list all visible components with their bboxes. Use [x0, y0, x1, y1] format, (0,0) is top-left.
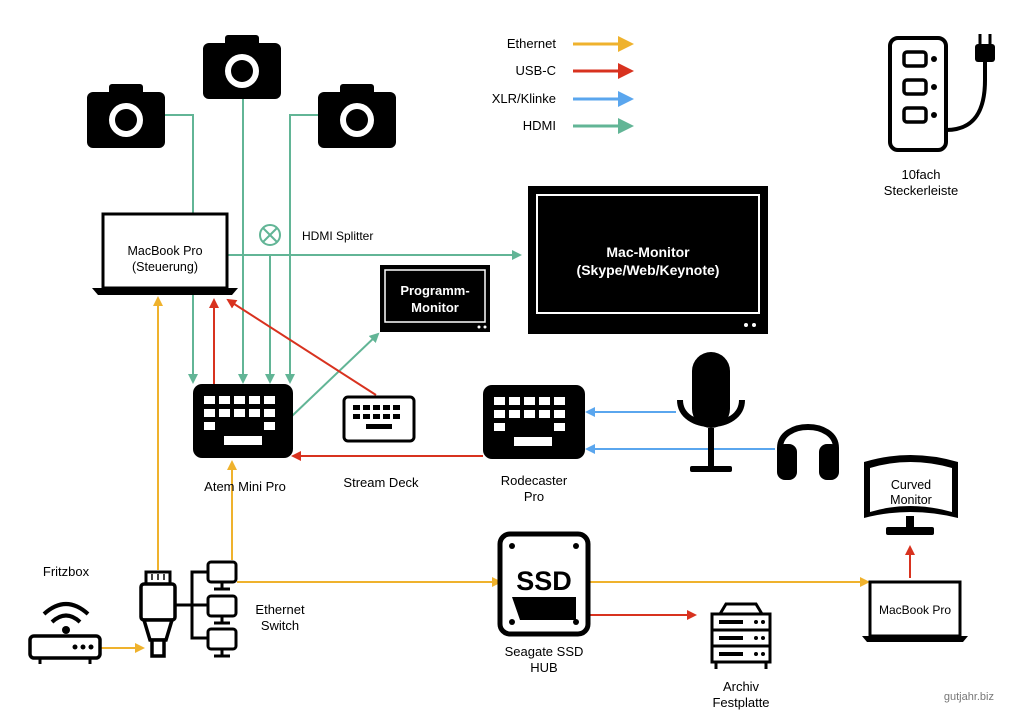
router-icon — [28, 602, 102, 664]
power-strip-icon — [888, 34, 995, 152]
rodecaster-label-1: Rodecaster — [501, 473, 568, 488]
stream-deck: Stream Deck — [342, 395, 419, 490]
mixer-icon — [483, 385, 585, 459]
ssd-icon — [497, 531, 591, 637]
xlr-cables — [585, 407, 775, 454]
credit-text: gutjahr.biz — [944, 691, 994, 703]
legend: Ethernet USB-C XLR/Klinke HDMI — [492, 36, 634, 134]
usbc-cable-streamdeck-to-macbook — [226, 298, 377, 396]
camera-center-icon — [203, 35, 281, 99]
program-monitor: Programm- Monitor — [380, 265, 490, 332]
hdmi-cables — [165, 90, 522, 417]
camera-left-icon — [87, 84, 165, 148]
hdmi-splitter: HDMI Splitter — [259, 224, 373, 246]
ethernet-switch-label-1: Ethernet — [255, 602, 305, 617]
ssd-icon-label: SSD — [516, 566, 572, 596]
stream-deck-label: Stream Deck — [343, 475, 419, 490]
switcher-icon — [193, 384, 293, 458]
server-rack-icon — [710, 602, 772, 669]
atem-mini-pro: Atem Mini Pro — [193, 384, 293, 494]
hdmi-splitter-label: HDMI Splitter — [302, 229, 373, 243]
macbook-top-label-1: MacBook Pro — [127, 244, 202, 258]
curved-monitor-icon — [864, 455, 958, 535]
legend-hdmi-label: HDMI — [523, 118, 556, 133]
keyboard-icon — [342, 395, 416, 443]
fritzbox: Fritzbox — [28, 564, 102, 664]
usbc-cables — [209, 298, 915, 620]
network-tree-icon — [175, 560, 238, 658]
mac-monitor: Mac-Monitor (Skype/Web/Keynote) — [528, 186, 768, 334]
archive-drive: Archiv Festplatte — [710, 602, 772, 710]
laptop-icon — [868, 580, 962, 638]
curved-monitor-label-2: Monitor — [890, 493, 932, 507]
legend-usbc-label: USB-C — [516, 63, 556, 78]
macbook-top-label-2: (Steuerung) — [132, 260, 198, 274]
microphone-icon — [677, 352, 745, 472]
power-strip-label-2: Steckerleiste — [884, 183, 958, 198]
ethernet-plug-icon — [139, 570, 177, 658]
hdmi-cable-atem-to-program-monitor — [291, 332, 380, 417]
macbook-bottom-label: MacBook Pro — [879, 603, 951, 617]
macbook-bottom: MacBook Pro — [862, 580, 968, 642]
program-monitor-label-2: Monitor — [411, 300, 459, 315]
camera-right-icon — [318, 84, 396, 148]
fritzbox-label: Fritzbox — [43, 564, 90, 579]
legend-xlr-label: XLR/Klinke — [492, 91, 556, 106]
ethernet-switch-label-2: Switch — [261, 618, 299, 633]
mac-monitor-label-1: Mac-Monitor — [606, 244, 690, 260]
headphones-icon — [777, 424, 839, 480]
power-strip: 10fach Steckerleiste — [884, 34, 995, 198]
archive-label-1: Archiv — [723, 679, 760, 694]
seagate-ssd-hub: SSD Seagate SSD HUB — [497, 531, 591, 675]
ethernet-switch: Ethernet Switch — [139, 560, 305, 658]
rodecaster-pro: Rodecaster Pro — [483, 385, 585, 504]
atem-label: Atem Mini Pro — [204, 479, 286, 494]
program-monitor-label-1: Programm- — [400, 283, 469, 298]
macbook-steuerung: MacBook Pro (Steuerung) — [92, 212, 238, 295]
ethernet-cables — [100, 296, 870, 653]
power-strip-label-1: 10fach — [901, 167, 940, 182]
curved-monitor: Curved Monitor — [864, 455, 958, 535]
archive-label-2: Festplatte — [712, 695, 769, 710]
ssd-hub-label-1: Seagate SSD — [505, 644, 584, 659]
ssd-hub-label-2: HUB — [530, 660, 557, 675]
rodecaster-label-2: Pro — [524, 489, 544, 504]
legend-ethernet-label: Ethernet — [507, 36, 557, 51]
hdmi-cable-camera-right — [285, 114, 318, 384]
laptop-icon — [101, 212, 229, 290]
mac-monitor-label-2: (Skype/Web/Keynote) — [577, 262, 720, 278]
curved-monitor-label-1: Curved — [891, 478, 931, 492]
